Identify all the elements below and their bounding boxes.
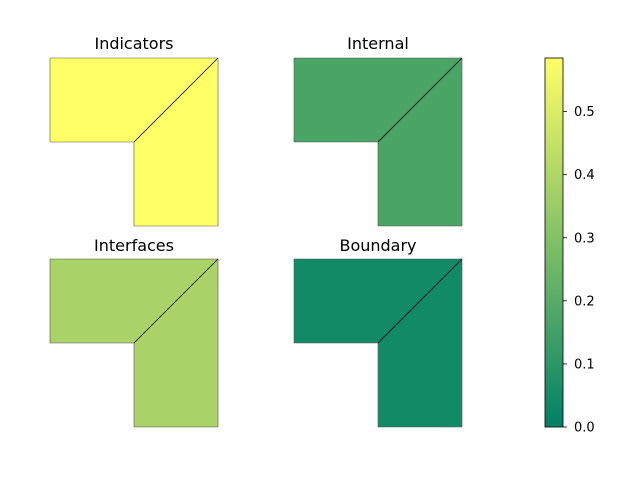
panel-title-indicators: Indicators (94, 34, 173, 53)
panel-interfaces: Interfaces (49, 236, 219, 428)
panel-title-boundary: Boundary (339, 236, 416, 255)
colorbar: 0.0 0.1 0.2 0.3 0.4 0.5 (544, 57, 595, 436)
panel-title-interfaces: Interfaces (94, 236, 174, 255)
mesh-diagonal-internal (377, 57, 463, 143)
panel-internal: Internal (293, 34, 463, 227)
colorbar-gradient (544, 57, 564, 428)
colorbar-tick-label: 0.4 (574, 168, 595, 183)
mesh-diagonal-interfaces (133, 258, 219, 344)
panel-indicators: Indicators (49, 34, 219, 227)
colorbar-tick-label: 0.3 (574, 231, 595, 246)
colorbar-tick-label: 0.5 (574, 105, 595, 120)
mesh-diagonal-boundary (377, 258, 463, 344)
mesh-diagonal-indicators (133, 57, 219, 143)
colorbar-tick-label: 0.0 (574, 421, 595, 436)
colorbar-tick-label: 0.2 (574, 294, 595, 309)
panel-title-internal: Internal (347, 34, 409, 53)
colorbar-tick-label: 0.1 (574, 357, 595, 372)
panel-boundary: Boundary (293, 236, 463, 428)
colorbar-ticks: 0.0 0.1 0.2 0.3 0.4 0.5 (563, 105, 595, 436)
